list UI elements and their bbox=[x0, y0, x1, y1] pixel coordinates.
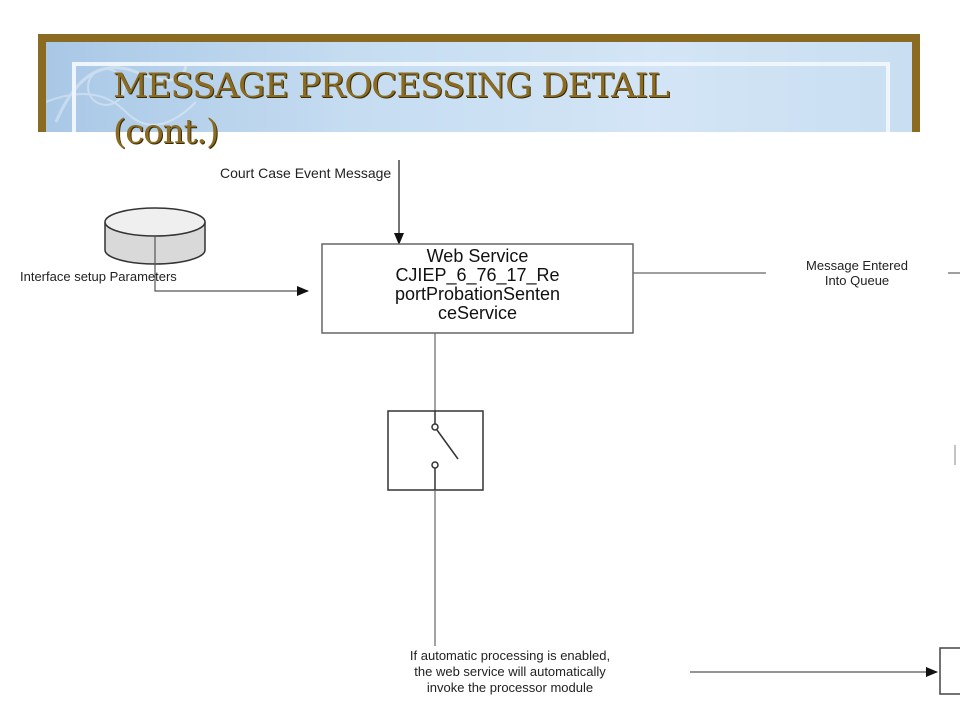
auto-processing-line3: invoke the processor module bbox=[426, 680, 594, 695]
input-message-label: Court Case Event Message bbox=[220, 165, 392, 181]
queue-label-line1: Message Entered bbox=[806, 258, 908, 273]
auto-processing-line2: the web service will automatically bbox=[414, 664, 606, 679]
auto-processing-note: If automatic processing is enabled, the … bbox=[320, 648, 700, 696]
web-service-line1: Web Service bbox=[426, 246, 529, 266]
web-service-line3: portProbationSenten bbox=[394, 284, 561, 304]
web-service-line2: CJIEP_6_76_17_Re bbox=[395, 265, 560, 285]
database-connector bbox=[154, 236, 309, 296]
title-banner bbox=[46, 42, 912, 132]
title-banner-frame bbox=[72, 62, 890, 132]
database-label: Interface setup Parameters bbox=[20, 269, 177, 284]
slide-title-line2: (cont.) bbox=[113, 112, 219, 152]
web-service-label: Web Service CJIEP_6_76_17_Re portProbati… bbox=[322, 247, 633, 323]
slide-title-line1: MESSAGE PROCESSING DETAIL bbox=[113, 66, 670, 106]
queue-label-line2: Into Queue bbox=[824, 273, 890, 288]
web-service-line4: ceService bbox=[437, 303, 518, 323]
web-service-box bbox=[321, 243, 634, 334]
slide-title: MESSAGE PROCESSING DETAIL (cont.) bbox=[113, 63, 873, 155]
auto-processing-line1: If automatic processing is enabled, bbox=[409, 648, 611, 663]
processor-box bbox=[939, 647, 960, 695]
switch-icon bbox=[387, 410, 484, 491]
queue-label: Message Entered Into Queue bbox=[766, 258, 948, 288]
